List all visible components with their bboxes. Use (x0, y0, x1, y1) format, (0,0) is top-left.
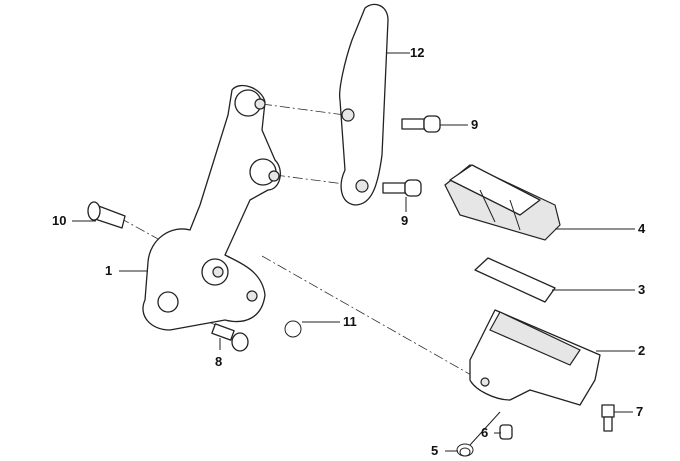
callout-8: 8 (215, 354, 223, 369)
hole (341, 108, 355, 122)
assembly-line (274, 174, 361, 187)
callout-1: 1 (105, 263, 113, 278)
hole (355, 179, 369, 193)
hole (246, 290, 258, 302)
callout-2: 2 (638, 343, 646, 358)
assembly-line (261, 103, 346, 116)
callout-9: 9 (471, 117, 479, 132)
callout-5: 5 (431, 443, 439, 458)
hole (254, 98, 266, 110)
bracket-1 (142, 85, 281, 331)
callout-11: 11 (343, 314, 357, 329)
hole (268, 170, 280, 182)
plate-12 (339, 3, 389, 206)
bolt-8 (211, 323, 249, 352)
footrest-2 (469, 309, 601, 406)
callout-6: 6 (481, 425, 489, 440)
rubber-pad-4 (444, 164, 561, 241)
footrest-top (489, 311, 581, 366)
screw-7 (601, 404, 615, 432)
pin-10 (87, 201, 126, 229)
circlip-11 (284, 320, 302, 338)
callout-4: 4 (638, 221, 646, 236)
hole (212, 266, 224, 278)
callout-3: 3 (638, 282, 646, 297)
assembly-line (261, 255, 481, 381)
pivot (157, 291, 179, 313)
callout-7: 7 (636, 404, 644, 419)
callout-10: 10 (52, 213, 67, 228)
plate-3 (474, 257, 556, 303)
screw-6 (499, 424, 513, 440)
bolt-9-lower (382, 179, 422, 197)
spring-5 (456, 411, 501, 457)
hole (480, 377, 490, 387)
callout-12: 12 (410, 45, 425, 60)
bolt-9-upper (401, 115, 441, 133)
callout-9: 9 (401, 213, 409, 228)
